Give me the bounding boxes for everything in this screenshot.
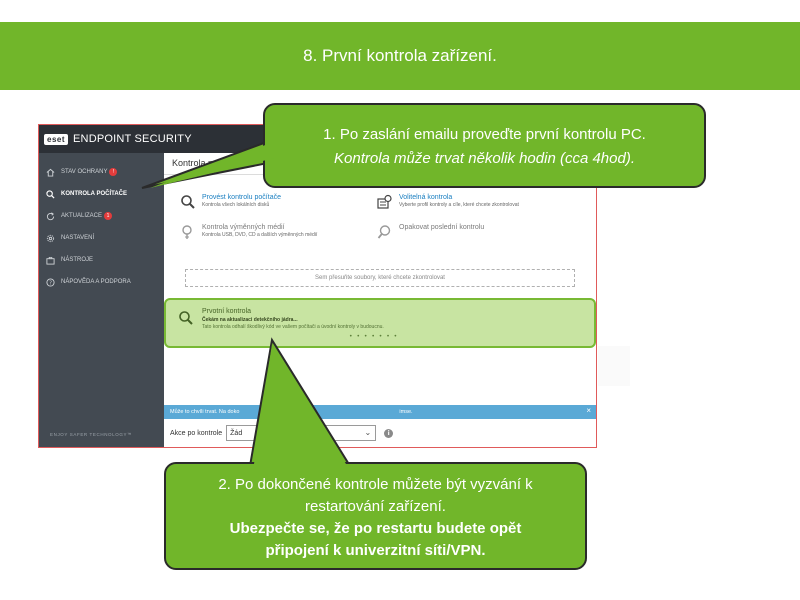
dropdown-value: Žád: [230, 429, 243, 437]
info-text-end: imse.: [399, 409, 413, 415]
repeat-scan-option[interactable]: Opakovat poslední kontrolu: [377, 224, 484, 240]
sidebar-item-setup[interactable]: NASTAVENÍ: [39, 227, 164, 249]
sidebar-item-tools[interactable]: NÁSTROJE: [39, 249, 164, 271]
custom-scan-option[interactable]: Volitelná kontrola Vyberte profil kontro…: [377, 194, 519, 210]
magnifier-icon: [178, 310, 194, 326]
info-text: Může to chvíli trvat. Na doko: [170, 409, 240, 415]
option-description: Vyberte profil kontroly a cíle, které ch…: [399, 202, 519, 208]
file-drop-zone[interactable]: Sem přesuňte soubory, které chcete zkont…: [185, 269, 575, 287]
close-icon[interactable]: ×: [586, 406, 591, 415]
callout-step-2: 2. Po dokončené kontrole můžete být vyzv…: [164, 462, 587, 570]
callout-text: 2. Po dokončené kontrole můžete být vyzv…: [218, 476, 533, 493]
sidebar-item-label: NÁPOVĚDA A PODPORA: [61, 279, 131, 285]
eset-logo: eset: [44, 133, 69, 145]
scan-description: Tato kontrola odhalí škodlivý kód ve vaš…: [202, 324, 384, 330]
callout-step-1: 1. Po zaslání emailu proveďte první kont…: [263, 103, 706, 188]
sidebar-item-label: NÁSTROJE: [61, 257, 94, 263]
sidebar-item-protection-status[interactable]: STAV OCHRANY !: [39, 161, 164, 183]
repeat-scan-icon: [377, 224, 393, 240]
sidebar-tagline: ENJOY SAFER TECHNOLOGY™: [50, 432, 133, 437]
callout-text: restartování zařízení.: [305, 498, 446, 515]
home-icon: [46, 168, 55, 177]
slide-title-banner: 8. První kontrola zařízení.: [0, 22, 800, 90]
sidebar-item-label: AKTUALIZACE: [61, 213, 103, 219]
help-icon: ?: [46, 277, 55, 287]
refresh-icon: [46, 211, 55, 221]
slide-title: 8. První kontrola zařízení.: [303, 46, 497, 65]
sidebar-item-update[interactable]: AKTUALIZACE 1: [39, 205, 164, 227]
option-title: Provést kontrolu počítače: [202, 194, 281, 201]
chevron-down-icon: ⌄: [364, 428, 372, 437]
product-name: ENDPOINT SECURITY: [73, 133, 192, 145]
after-scan-label: Akce po kontrole: [170, 429, 223, 437]
info-icon[interactable]: i: [384, 428, 394, 438]
gear-icon: [46, 234, 55, 243]
sidebar-item-help[interactable]: ? NÁPOVĚDA A PODPORA: [39, 271, 164, 293]
scan-status: Čekám na aktualizaci detekčního jádra...: [202, 317, 298, 323]
option-title: Volitelná kontrola: [399, 194, 453, 201]
callout-note: Kontrola může trvat několik hodin (cca 4…: [334, 150, 635, 167]
sidebar-item-label: STAV OCHRANY: [61, 169, 108, 175]
option-title: Kontrola výměnných médií: [202, 224, 285, 231]
scan-title: Prvotní kontrola: [202, 308, 252, 315]
page-title: Kontrola po: [172, 158, 219, 168]
progress-indicator: • • • • • • •: [349, 333, 399, 340]
full-scan-option[interactable]: Provést kontrolu počítače Kontrola všech…: [180, 194, 281, 210]
removable-media-scan-option[interactable]: Kontrola výměnných médií Kontrola USB, D…: [180, 224, 317, 240]
option-description: Kontrola všech lokálních disků: [202, 202, 270, 208]
initial-scan-progress[interactable]: Prvotní kontrola Čekám na aktualizaci de…: [164, 298, 596, 348]
alert-badge: !: [109, 168, 118, 176]
callout-warning: Ubezpečte se, že po restartu budete opět: [229, 520, 522, 537]
sidebar-item-label: NASTAVENÍ: [61, 235, 95, 241]
update-count-badge: 1: [104, 212, 113, 220]
callout-warning: připojení k univerzitní síti/VPN.: [265, 542, 486, 559]
eset-sidebar: STAV OCHRANY ! KONTROLA POČÍTAČE AKTUALI…: [39, 153, 164, 447]
sidebar-item-label: KONTROLA POČÍTAČE: [61, 191, 127, 197]
custom-scan-icon: [377, 194, 393, 210]
option-description: Kontrola USB, DVD, CD a dalších výměnnýc…: [202, 232, 318, 238]
briefcase-icon: [46, 256, 55, 265]
sidebar-item-computer-scan[interactable]: KONTROLA POČÍTAČE: [39, 183, 164, 205]
option-title: Opakovat poslední kontrolu: [399, 224, 485, 231]
callout-text: 1. Po zaslání emailu proveďte první kont…: [323, 126, 646, 143]
search-icon: [46, 189, 55, 199]
magnifier-icon: [180, 194, 196, 210]
svg-text:?: ?: [49, 280, 52, 286]
usb-scan-icon: [180, 224, 196, 240]
background-shape: [598, 346, 630, 386]
